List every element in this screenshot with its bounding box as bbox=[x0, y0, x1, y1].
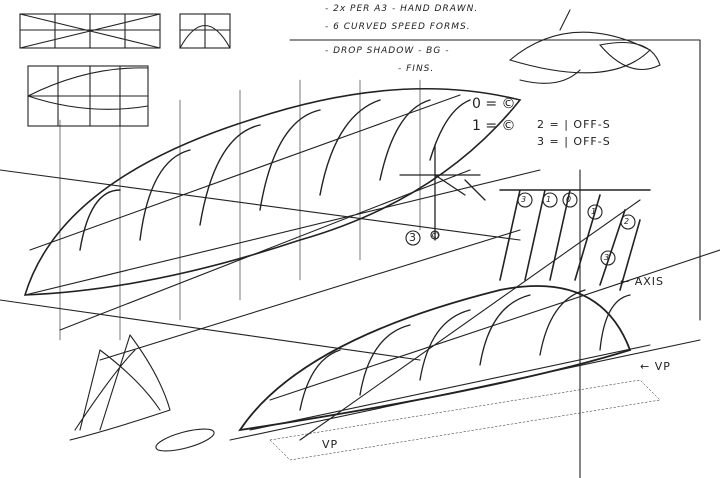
fin-number: 0 bbox=[566, 195, 573, 204]
vp-label-left: VP bbox=[322, 438, 339, 451]
fin-number: 3 bbox=[521, 195, 528, 204]
thumbnail-profile bbox=[27, 65, 149, 127]
pivot-diagram bbox=[399, 144, 486, 241]
fin-number-circles bbox=[405, 192, 636, 266]
legend-row-2: 2 = | OFF-S bbox=[537, 118, 611, 131]
jet-sketch bbox=[508, 9, 661, 84]
note-line-2: - 6 CURVED SPEED FORMS. bbox=[325, 22, 471, 32]
legend-row-0: 0 = © bbox=[472, 96, 516, 112]
circled-c-label: © bbox=[429, 229, 441, 242]
note-line-4: - FINS. bbox=[398, 64, 435, 74]
note-line-1: - 2x PER A3 - HAND DRAWN. bbox=[325, 4, 479, 14]
upper-speed-form bbox=[0, 79, 541, 361]
fin-number: 3 bbox=[604, 253, 611, 262]
legend-row-3: 3 = | OFF-S bbox=[537, 135, 611, 148]
lower-speed-form bbox=[0, 39, 720, 478]
axis-label: ← AXIS bbox=[620, 275, 665, 288]
small-form-sketch bbox=[155, 428, 215, 452]
fin-number: 1 bbox=[546, 195, 553, 204]
legend-row-1: 1 = © bbox=[472, 118, 516, 134]
fin-number: 2 bbox=[624, 217, 631, 226]
note-line-3: - DROP SHADOW - BG - bbox=[325, 46, 450, 56]
sailboat-sketch bbox=[69, 334, 171, 441]
fin-number: 1 bbox=[591, 207, 598, 216]
circled-three-label: 3 bbox=[409, 231, 417, 244]
vp-label-right: ← VP bbox=[640, 360, 671, 373]
thumbnail-grid-top bbox=[19, 13, 231, 49]
